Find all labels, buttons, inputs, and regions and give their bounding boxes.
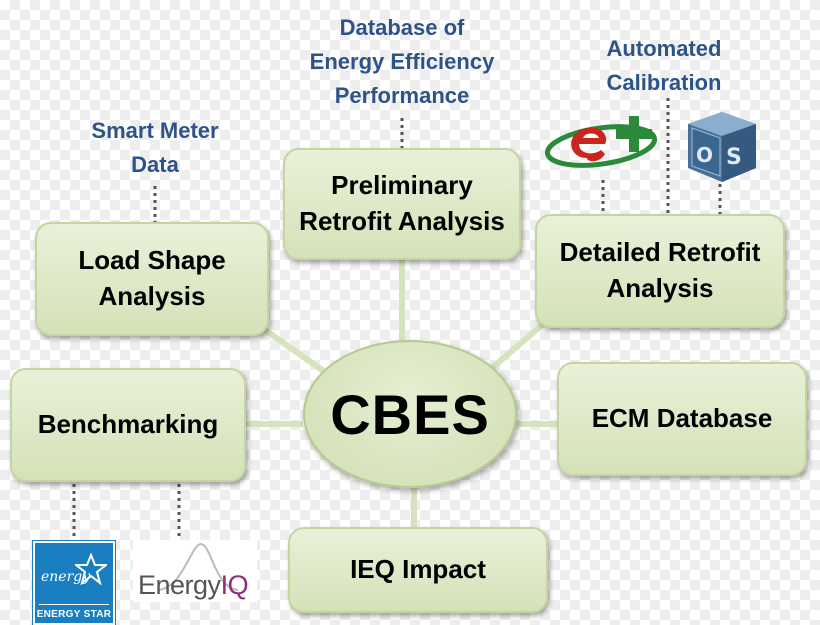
- benchmarking-box: Benchmarking: [10, 368, 246, 482]
- cbes-hub: CBES: [303, 340, 517, 488]
- smart-meter-line1: Smart Meter: [91, 118, 219, 143]
- smart-meter-line2: Data: [131, 152, 179, 178]
- energyiq-wordmark: EnergyIQ: [138, 570, 249, 601]
- energy-star-divider: [39, 604, 109, 605]
- openstudio-o-letter: O: [696, 143, 713, 167]
- energyiq-word-iq: IQ: [220, 570, 249, 600]
- ecm-database-box: ECM Database: [557, 362, 807, 476]
- spoke-to-load-shape: [263, 327, 327, 375]
- cbes-hub-label: CBES: [330, 382, 490, 446]
- energyiq-arc-icon: [157, 542, 239, 591]
- benchmarking-label: Benchmarking: [37, 409, 219, 440]
- detailed-retrofit-box: Detailed Retrofit Analysis: [535, 214, 785, 328]
- detailed-retrofit-line1: Detailed Retrofit: [559, 237, 761, 268]
- energy-star-star-icon: [75, 553, 107, 585]
- energy-star-label: ENERGY STAR: [36, 609, 112, 620]
- load-shape-line2: Analysis: [98, 281, 206, 311]
- energyplus-logo: [544, 116, 658, 168]
- ieq-impact-label: IEQ Impact: [350, 554, 486, 585]
- load-shape-box: Load Shape Analysis: [35, 222, 269, 336]
- preliminary-retrofit-box: Preliminary Retrofit Analysis: [283, 148, 521, 260]
- automated-calibration-line2: Calibration: [606, 70, 722, 96]
- openstudio-s-letter: S: [726, 145, 742, 170]
- efficiency-database-line2: Energy Efficiency: [309, 49, 495, 75]
- preliminary-retrofit-line2: Retrofit Analysis: [299, 206, 505, 236]
- automated-calibration-line1: Automated: [606, 36, 722, 61]
- energy-star-script: energy: [41, 569, 91, 585]
- energyiq-word-energy: Energy: [138, 570, 221, 600]
- preliminary-retrofit-line1: Preliminary: [331, 170, 473, 201]
- openstudio-logo: O S: [688, 112, 756, 182]
- load-shape-line1: Load Shape: [78, 245, 226, 276]
- automated-calibration-annotation: Automated Calibration: [584, 32, 744, 100]
- detailed-retrofit-line2: Analysis: [606, 273, 714, 303]
- ecm-database-label: ECM Database: [591, 403, 773, 434]
- energyiq-logo: EnergyIQ: [133, 540, 257, 602]
- energy-star-logo: energy ENERGY STAR: [32, 540, 116, 625]
- spoke-to-detailed: [490, 322, 544, 371]
- ieq-impact-box: IEQ Impact: [288, 527, 548, 613]
- efficiency-database-line1: Database of: [339, 15, 465, 40]
- efficiency-database-line3: Performance: [334, 83, 470, 109]
- smart-meter-annotation: Smart Meter Data: [70, 114, 240, 182]
- efficiency-database-annotation: Database of Energy Efficiency Performanc…: [292, 11, 512, 113]
